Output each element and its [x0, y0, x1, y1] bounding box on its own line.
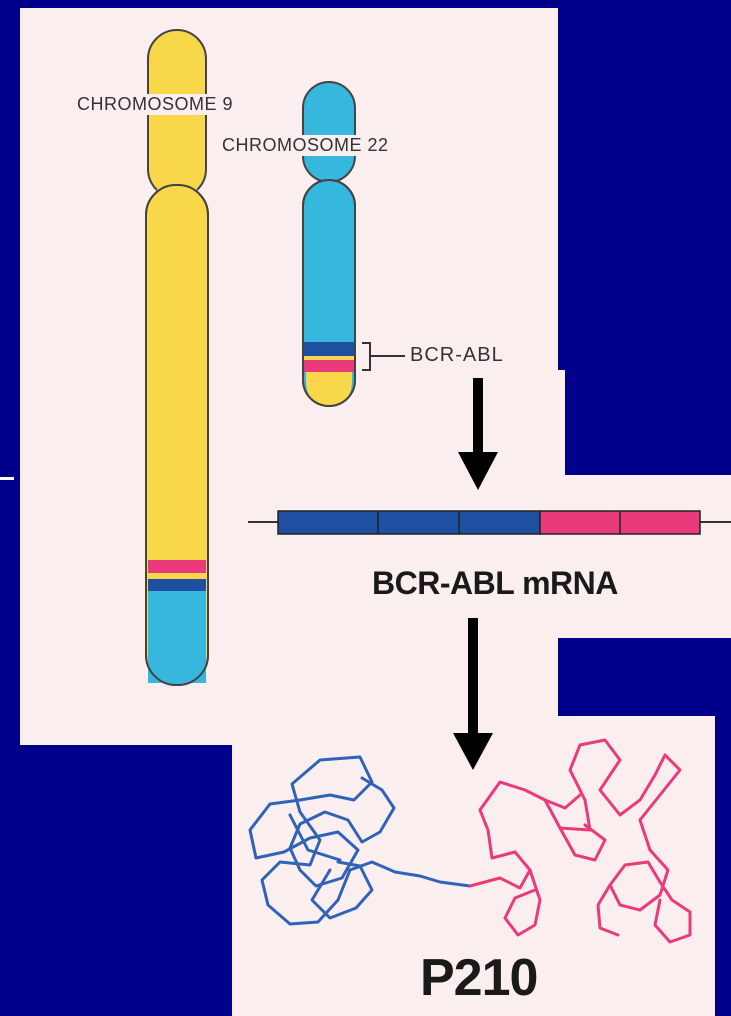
- chr9-abl-band: [148, 560, 206, 573]
- chromosome-22: [303, 82, 355, 406]
- arrow-chromosome-to-mrna: [458, 378, 498, 490]
- mrna-bar: [248, 511, 731, 534]
- bcr-abl-label: BCR-ABL: [410, 344, 504, 367]
- bcr-abl-bracket: [362, 343, 405, 370]
- chromosome-9: [146, 30, 208, 685]
- chr22-bcr-band: [304, 342, 354, 356]
- chr22-abl-band: [304, 360, 354, 372]
- abl-protein-coil: [470, 740, 690, 942]
- bcr-protein-coil: [250, 757, 470, 924]
- chr9-bcr-band: [148, 579, 206, 591]
- protein-label: P210: [420, 948, 537, 1008]
- chromosome-9-label: CHROMOSOME 9: [73, 94, 237, 115]
- arrow-mrna-to-protein: [453, 618, 493, 770]
- mrna-label: BCR-ABL mRNA: [372, 565, 618, 602]
- chromosome-22-label: CHROMOSOME 22: [218, 135, 393, 156]
